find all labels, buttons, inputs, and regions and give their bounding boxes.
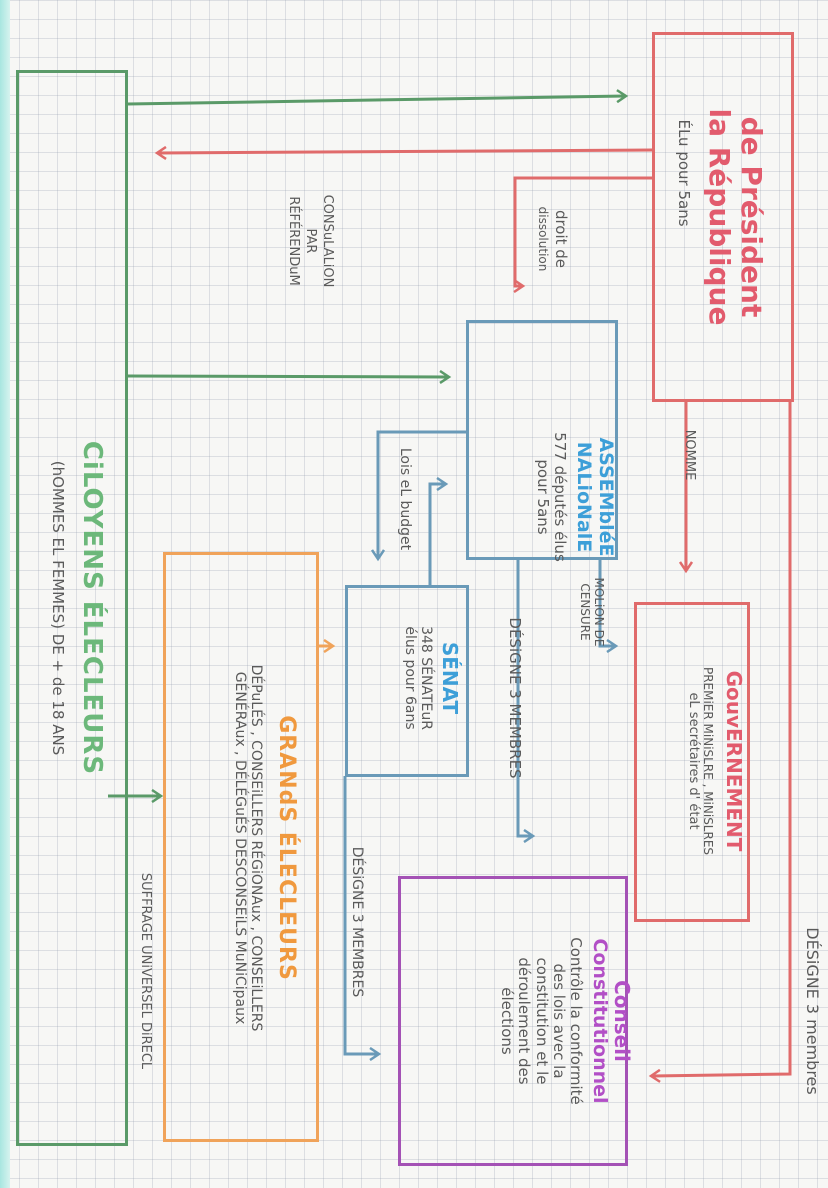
conseil-text-3: constitution et le — [532, 957, 551, 1085]
senat-text: 348 SÉNATEuR — [418, 626, 434, 730]
president-title-2: la République — [702, 108, 736, 326]
arrow-referendum — [158, 150, 653, 153]
assemblee-nationale-box: ASSEMbléE NALioNalE 577 députés élus pou… — [466, 320, 618, 562]
assemblee-text-2: pour 5ans — [534, 459, 553, 535]
grands-text-2: GÉNÉRAux , DÉLÉGuÉS DESCONSEiLS MuNiCipa… — [231, 671, 248, 1025]
president-title: de Président — [735, 116, 768, 318]
assemblee-text: 577 députés élus — [551, 432, 570, 562]
arrow-lois-budget — [378, 430, 468, 558]
senat-label: SÉNAT 348 SÉNATEuR élus pour 6ans — [341, 588, 462, 768]
designe-senat-label: DÉSiGNE 3 MEMBRES — [349, 846, 365, 998]
grands-title: GRANdS ÉLECLEURS — [274, 715, 299, 981]
arrow-motion-censure — [598, 558, 615, 646]
arrow-lois-budget-return — [428, 484, 445, 586]
senat-title: SÉNAT — [438, 641, 462, 715]
grands-electeurs-box: GRANdS ÉLECLEURS DÉPuLÉS , CONSEiLLERS R… — [163, 552, 319, 1142]
designe-president-label: DÉSiGNE 3 membres — [803, 927, 822, 1095]
president-subtitle: ÉLu pour 5ans — [675, 119, 693, 227]
droit-dissolution-label: droit de dissolution — [536, 206, 571, 272]
grands-label: GRANdS ÉLECLEURS DÉPuLÉS , CONSEiLLERS R… — [189, 618, 299, 1078]
gouvernement-text-2: eL secrétaires d' état — [686, 692, 702, 830]
motion-censure-label: MOLiON DE CENSURE — [577, 577, 606, 647]
suffrage-label: SUFFRAGE UNiVERSEL DiRECL — [138, 872, 153, 1070]
citoyens-title: CiLOYENS ÉLECLEURS — [77, 440, 107, 776]
gouvernement-text: PREMiER MiNiSLRE , MiNiSLRES — [701, 666, 715, 856]
arrow-dissolution — [515, 176, 652, 286]
citoyens-electeurs-label: CiLOYENS ÉLECLEURS (hOMMES EL FEMMES) DE… — [16, 308, 107, 908]
grands-text: DÉPuLÉS , CONSEiLLERS RÉGiONAux , CONSEi… — [247, 664, 264, 1032]
conseil-constitutionnel-box: Conseil Constitutionnel Contrôle la conf… — [398, 876, 634, 1166]
notebook-binding — [0, 0, 10, 1188]
conseil-label: Conseil Constitutionnel Contrôle la conf… — [393, 879, 634, 1163]
gouvernement-title: GouvERNEMENT — [722, 670, 746, 852]
conseil-text-2: des lois avec la — [549, 963, 568, 1079]
lois-budget-label: Lois eL budget — [397, 447, 413, 551]
arrow-president-conseil — [652, 402, 792, 1076]
conseil-title: Conseil — [610, 980, 634, 1062]
citoyens-electeurs-box: CiLOYENS ÉLECLEURS (hOMMES EL FEMMES) DE… — [16, 70, 128, 1146]
gouvernement-label: GouvERNEMENT PREMiER MiNiSLRE , MiNiSLRE… — [645, 611, 746, 911]
arrow-citoyens-president — [127, 96, 625, 106]
nomme-label: NOMME — [682, 429, 697, 481]
arrow-citoyens-assemblee — [127, 376, 448, 377]
arrow-senat-conseil — [343, 776, 378, 1054]
senat-box: SÉNAT 348 SÉNATEuR élus pour 6ans — [345, 585, 469, 777]
senat-text-2: élus pour 6ans — [401, 626, 418, 730]
president-box: de Président la République ÉLu pour 5ans — [652, 32, 794, 402]
designe-assemblee-label: DÉSiGNE 3 MEMBRES — [506, 617, 524, 779]
conseil-title-2: Constitutionnel — [589, 938, 611, 1104]
gouvernement-box: GouvERNEMENT PREMiER MiNiSLRE , MiNiSLRE… — [634, 602, 750, 922]
citoyens-subtitle: (hOMMES EL FEMMES) DE + de 18 ANS — [49, 460, 68, 756]
conseil-text: Contrôle la conformité — [567, 937, 586, 1105]
conseil-text-4: déroulement des — [515, 957, 534, 1085]
arrow-assemblee-conseil — [516, 558, 532, 836]
referendum-label: CONSuLALiON PAR RÉFÉRENDuM — [286, 194, 335, 288]
conseil-text-5: élections — [498, 987, 517, 1055]
